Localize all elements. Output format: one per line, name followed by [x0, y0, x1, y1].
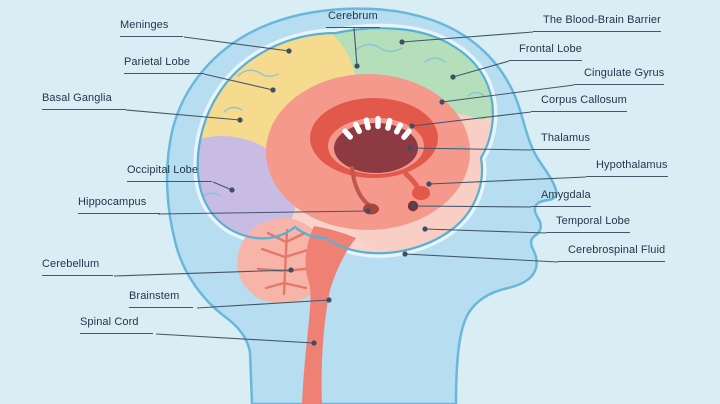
label-basal-ganglia: Basal Ganglia	[42, 92, 126, 110]
label-amygdala: Amygdala	[531, 189, 591, 207]
leader-thalamus	[407, 145, 532, 151]
leader-parietal-lobe	[203, 73, 276, 93]
label-hypothalamus: Hypothalamus	[586, 159, 668, 177]
label-hippocampus: Hippocampus	[78, 196, 161, 214]
leader-corpus-callosum	[409, 111, 532, 129]
label-temporal-lobe: Temporal Lobe	[546, 215, 631, 233]
label-cingulate-gyrus: Cingulate Gyrus	[574, 67, 665, 85]
brainstem-spinal-cord-region	[302, 226, 356, 404]
hippocampus-shape	[363, 203, 379, 215]
fornix-shape	[350, 166, 372, 208]
leader-blood-brain-barrier	[399, 31, 534, 45]
thalamus-shape	[334, 123, 418, 173]
leader-hypothalamus	[426, 176, 587, 187]
leader-temporal-lobe	[422, 226, 547, 234]
leader-cerebrospinal-fluid	[402, 251, 559, 263]
label-cerebrospinal-fluid: Cerebrospinal Fluid	[558, 244, 666, 262]
label-blood-brain-barrier: The Blood-Brain Barrier	[533, 14, 661, 32]
leader-basal-ganglia	[125, 109, 243, 123]
label-frontal-lobe: Frontal Lobe	[509, 43, 582, 61]
hypothalamus-shape	[412, 186, 430, 200]
leader-meninges	[183, 36, 292, 54]
label-brainstem: Brainstem	[129, 290, 194, 308]
leader-hippocampus	[157, 208, 371, 215]
leader-occipital-lobe	[212, 181, 235, 193]
label-parietal-lobe: Parietal Lobe	[124, 56, 205, 74]
label-corpus-callosum: Corpus Callosum	[531, 94, 627, 112]
leader-cerebrum	[353, 27, 360, 69]
leader-spinal-cord	[155, 333, 317, 346]
label-occipital-lobe: Occipital Lobe	[127, 164, 213, 182]
label-cerebellum: Cerebellum	[42, 258, 114, 276]
leader-amygdala	[411, 203, 532, 209]
leader-frontal-lobe	[450, 60, 510, 80]
label-meninges: Meninges	[120, 19, 183, 37]
label-spinal-cord: Spinal Cord	[80, 316, 153, 334]
leader-cerebellum	[113, 267, 294, 277]
label-thalamus: Thalamus	[531, 132, 591, 150]
ventricle-ticks	[342, 116, 412, 140]
brain-outline	[196, 27, 494, 255]
leader-lines	[113, 27, 587, 346]
leader-brainstem	[196, 297, 332, 309]
leader-cingulate-gyrus	[439, 84, 575, 105]
label-cerebrum: Cerebrum	[326, 10, 380, 28]
